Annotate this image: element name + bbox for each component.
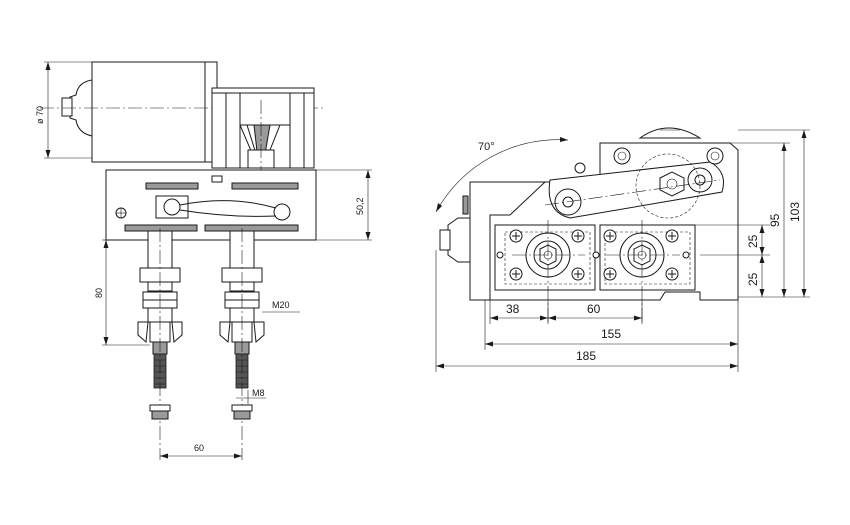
dim-hole-x: 38 xyxy=(506,302,520,316)
dim-spacing: 60 xyxy=(194,443,204,453)
dim-hole-pitch: 60 xyxy=(587,302,601,316)
left-shaft xyxy=(137,228,183,460)
side-lever xyxy=(544,147,724,219)
dim-v2: 25 xyxy=(746,272,760,286)
dim-motor-diameter: ø 70 xyxy=(35,106,45,124)
side-view: 70° 38 60 155 185 xyxy=(435,127,810,372)
dim-v1: 25 xyxy=(746,234,760,248)
dim-width-155: 155 xyxy=(601,327,621,341)
front-dimensions: ø 70 50,2 80 M20 M8 xyxy=(35,61,372,459)
dim-angle: 70° xyxy=(478,141,495,153)
right-shaft xyxy=(219,228,265,460)
dim-thread-bottom: M8 xyxy=(252,388,265,398)
dim-plate-height: 50,2 xyxy=(355,197,365,215)
side-hub-right xyxy=(606,220,680,325)
side-hub-left xyxy=(512,220,585,325)
mounting-plate xyxy=(105,169,317,241)
front-view: ø 70 50,2 80 M20 M8 xyxy=(35,61,372,460)
dim-shaft-length: 80 xyxy=(94,288,104,298)
dim-h103: 103 xyxy=(788,202,802,222)
side-dimensions: 70° 38 60 155 185 xyxy=(435,129,810,372)
dim-thread-top: M20 xyxy=(272,300,290,310)
gearbox xyxy=(211,87,315,200)
dim-width-185: 185 xyxy=(576,349,596,363)
side-screws xyxy=(496,229,690,281)
dim-h95: 95 xyxy=(768,213,782,227)
motor xyxy=(40,61,325,163)
